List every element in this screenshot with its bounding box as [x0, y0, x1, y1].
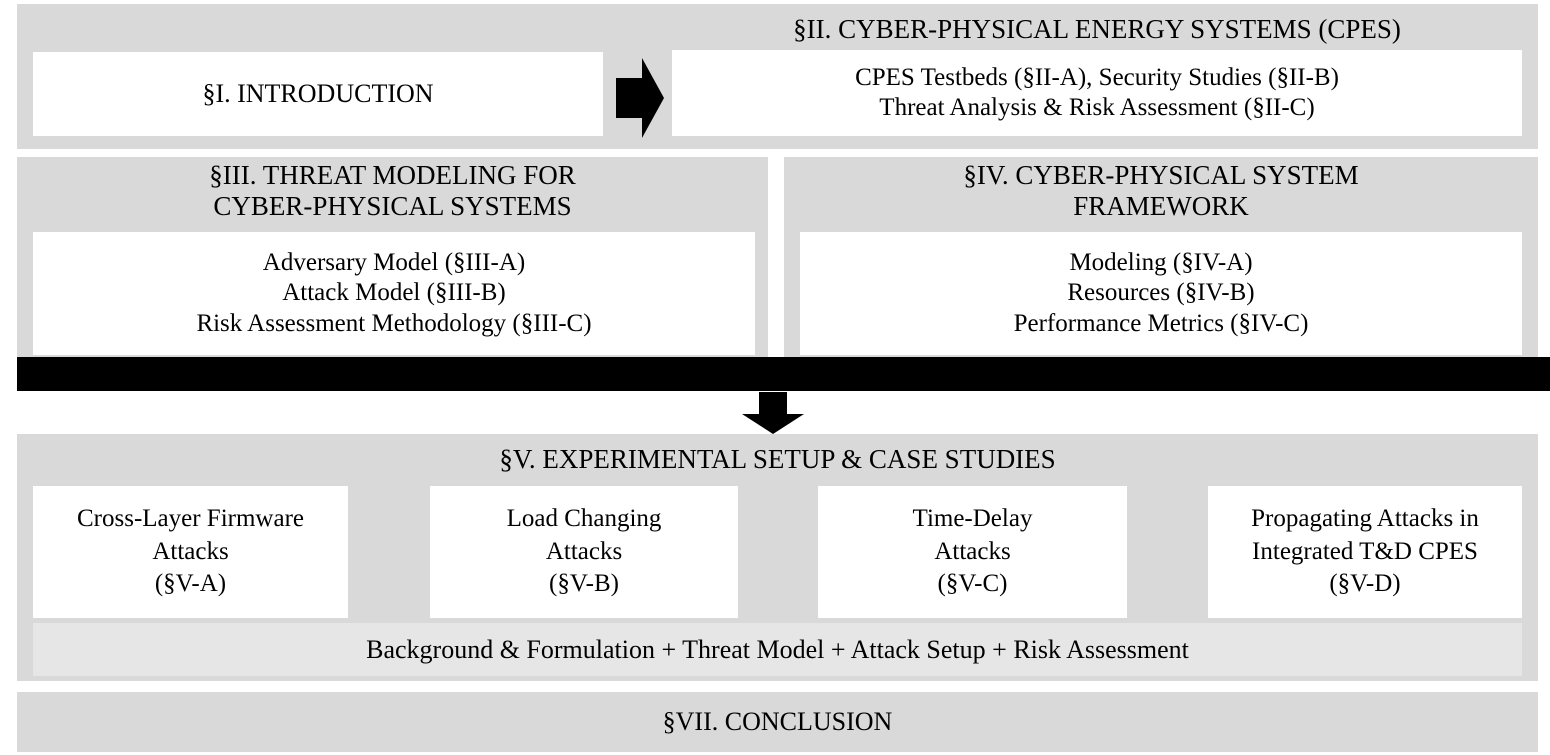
section-threat-modeling-line-3: Risk Assessment Methodology (§III-C): [196, 309, 592, 337]
experimental-summary-bar-label: Background & Formulation + Threat Model …: [366, 634, 1189, 664]
section-intro-box[interactable]: §I. INTRODUCTION: [33, 52, 603, 136]
section-threat-modeling-title-line-2: CYBER-PHYSICAL SYSTEMS: [213, 191, 572, 221]
section-cpes-line-2: Threat Analysis & Risk Assessment (§II-C…: [879, 94, 1315, 121]
case-study-d-line-3: (§V-D): [1329, 570, 1401, 598]
case-study-b-line-1: Load Changing: [506, 505, 662, 533]
section-cps-framework-box[interactable]: Modeling (§IV-A) Resources (§IV-B) Perfo…: [800, 232, 1522, 355]
arrow-down-icon: [742, 392, 804, 434]
case-study-c-line-3: (§V-C): [937, 570, 1008, 598]
case-study-b-line-3: (§V-B): [549, 570, 619, 598]
case-study-box-d[interactable]: Propagating Attacks in Integrated T&D CP…: [1208, 486, 1522, 618]
case-study-b-line-2: Attacks: [545, 537, 623, 565]
section-threat-modeling-title: §III. THREAT MODELING FOR CYBER-PHYSICAL…: [17, 160, 768, 222]
case-study-d-line-2: Integrated T&D CPES: [1252, 537, 1478, 565]
section-threat-modeling-title-line-1: §III. THREAT MODELING FOR: [209, 160, 576, 190]
section-threat-modeling-line-1: Adversary Model (§III-A): [262, 248, 526, 276]
section-threat-modeling-box[interactable]: Adversary Model (§III-A) Attack Model (§…: [33, 232, 755, 355]
case-study-box-b[interactable]: Load Changing Attacks (§V-B): [430, 486, 738, 618]
case-study-box-a[interactable]: Cross-Layer Firmware Attacks (§V-A): [33, 486, 348, 618]
case-study-c-line-2: Attacks: [934, 537, 1011, 565]
section-intro-label: §I. INTRODUCTION: [202, 79, 434, 108]
case-study-a-line-1: Cross-Layer Firmware: [76, 505, 304, 533]
section-cps-framework-title-line-2: FRAMEWORK: [1073, 191, 1249, 221]
section-cps-framework-line-2: Resources (§IV-B): [1067, 279, 1255, 307]
case-study-box-c[interactable]: Time-Delay Attacks (§V-C): [818, 486, 1127, 618]
arrow-right-icon: [616, 58, 664, 138]
case-study-a-line-2: Attacks: [152, 537, 229, 565]
section-cps-framework-line-1: Modeling (§IV-A): [1069, 248, 1253, 276]
case-study-a-line-3: (§V-A): [154, 570, 227, 598]
section-cps-framework-title: §IV. CYBER-PHYSICAL SYSTEM FRAMEWORK: [784, 160, 1538, 222]
experimental-summary-bar: Background & Formulation + Threat Model …: [33, 623, 1522, 676]
case-study-d-line-1: Propagating Attacks in: [1251, 505, 1479, 533]
section-conclusion-label: §VII. CONCLUSION: [662, 707, 893, 736]
section-threat-modeling-line-2: Attack Model (§III-B): [282, 279, 506, 307]
section-cpes-line-1: CPES Testbeds (§II-A), Security Studies …: [855, 63, 1339, 91]
section-experimental-title: §V. EXPERIMENTAL SETUP & CASE STUDIES: [499, 444, 1056, 474]
section-conclusion-panel[interactable]: §VII. CONCLUSION: [17, 692, 1538, 752]
section-cps-framework-title-line-1: §IV. CYBER-PHYSICAL SYSTEM: [963, 160, 1359, 190]
case-study-c-line-1: Time-Delay: [912, 505, 1033, 533]
section-cpes-box[interactable]: CPES Testbeds (§II-A), Security Studies …: [672, 50, 1522, 136]
black-divider-bar: [17, 357, 1550, 391]
section-cpes-title: §II. CYBER-PHYSICAL ENERGY SYSTEMS (CPES…: [793, 14, 1401, 44]
section-cps-framework-line-3: Performance Metrics (§IV-C): [1013, 309, 1309, 337]
